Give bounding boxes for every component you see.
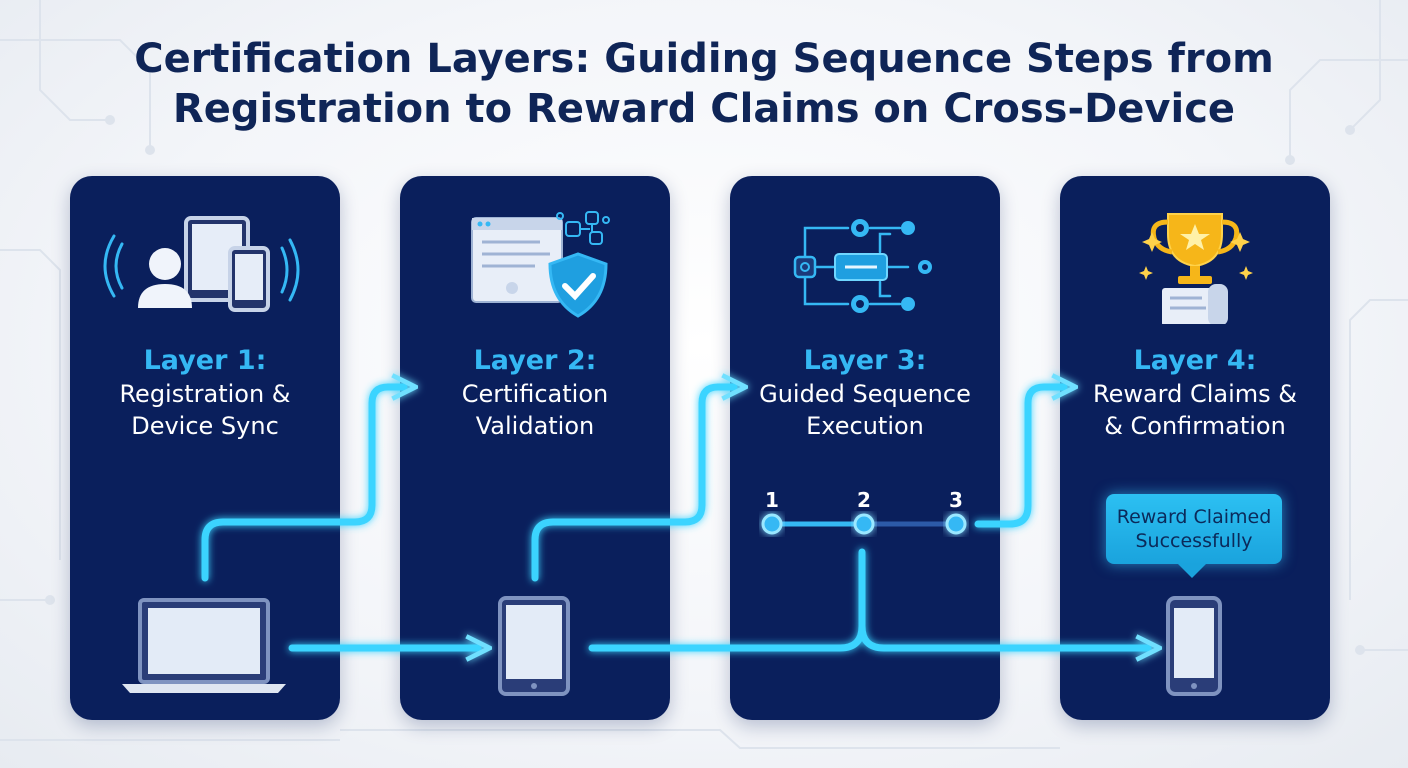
layer-1-subtitle: Registration & Device Sync — [119, 380, 291, 440]
step-label-1: 1 — [765, 488, 779, 512]
step-label-2: 2 — [857, 488, 871, 512]
layer-3-title: Layer 3: — [803, 345, 927, 376]
layer-3-panel: Layer 3: Guided Sequence Execution — [730, 176, 1000, 720]
layer-3-subtitle: Guided Sequence Execution — [759, 380, 971, 440]
layer-4-subtitle: Reward Claims & & Confirmation — [1092, 380, 1298, 440]
trophy-icon — [1139, 213, 1253, 324]
title-line-2: Registration to Reward Claims on Cross-D… — [172, 86, 1236, 132]
page-title: Certification Layers: Guiding Sequence S… — [0, 34, 1408, 134]
layer-2-panel: Layer 2: Certification Validation — [400, 176, 670, 720]
layer-4-panel: Layer 4: Reward Claims & & Confirmation — [1060, 176, 1330, 720]
title-line-1: Certification Layers: Guiding Sequence S… — [134, 36, 1274, 82]
workflow-icon — [793, 219, 932, 313]
layer-4-title: Layer 4: — [1133, 345, 1257, 376]
step-label-3: 3 — [949, 488, 963, 512]
user-devices-icon — [103, 216, 300, 312]
layer-2-title: Layer 2: — [473, 345, 597, 376]
layer-1-title: Layer 1: — [143, 345, 267, 376]
reward-claimed-badge: Reward Claimed Successfully — [1106, 494, 1282, 578]
layer-2-subtitle: Certification Validation — [461, 380, 609, 440]
certificate-shield-icon — [471, 211, 610, 318]
layer-1-panel: Layer 1: Registration & Device Sync — [70, 176, 340, 720]
